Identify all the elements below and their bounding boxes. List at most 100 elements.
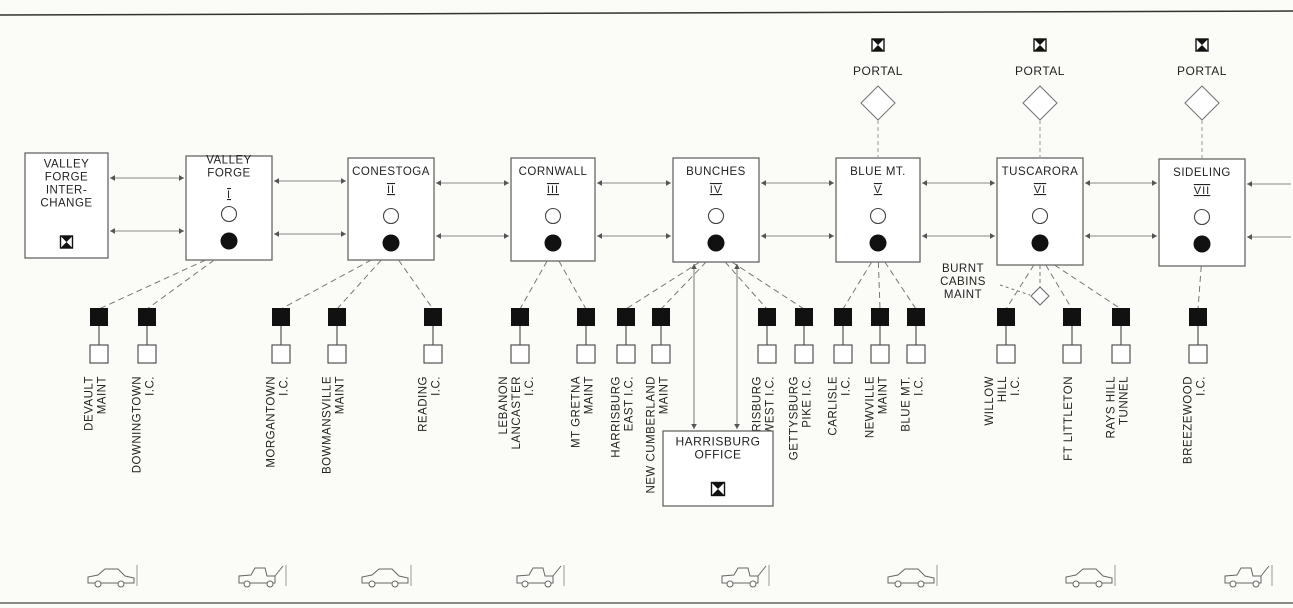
outpost-link	[281, 260, 371, 309]
outpost-12	[834, 308, 852, 363]
transmitter-circle	[545, 235, 562, 252]
outpost-label: LEBANONLANCASTERI.C.	[498, 376, 536, 450]
station-numeral: III	[547, 184, 559, 196]
portal	[861, 86, 895, 158]
arrowhead	[597, 180, 602, 186]
outpost-receiver	[511, 345, 529, 363]
outpost-link	[147, 260, 214, 309]
outpost-receiver	[1189, 345, 1207, 363]
hourglass-icon	[1034, 39, 1046, 51]
station-numeral: VII	[1194, 185, 1210, 197]
outposts	[90, 260, 1207, 363]
maint-pointer	[1000, 285, 1030, 295]
outpost-receiver	[90, 345, 108, 363]
outpost-transmitter	[90, 308, 108, 326]
receiver-circle	[384, 209, 399, 224]
portal-diamond	[861, 86, 895, 120]
car-icon	[1066, 565, 1115, 587]
arrowhead	[341, 178, 346, 184]
arrowhead	[274, 231, 279, 237]
outpost-receiver	[652, 345, 670, 363]
outpost-transmitter	[272, 308, 290, 326]
outpost-label: WILLOWHILLI.C.	[984, 376, 1022, 426]
frame-top-line	[0, 11, 1293, 15]
outpost-15	[997, 308, 1015, 363]
station-name: SIDELING	[1173, 167, 1231, 179]
outpost-receiver	[577, 345, 595, 363]
outpost-link	[1198, 266, 1201, 309]
receiver-circle	[709, 209, 724, 224]
outpost-link	[732, 262, 804, 309]
portal-diamond	[1023, 86, 1057, 120]
outpost-link	[878, 262, 880, 309]
outpost-label: CARLISLEI.C.	[828, 376, 853, 436]
hourglass-icon	[61, 236, 73, 248]
outpost-17	[1112, 308, 1130, 363]
transmitter-circle	[1032, 235, 1049, 252]
outpost-link	[661, 262, 706, 309]
outpost-7	[577, 308, 595, 363]
arrowhead	[110, 228, 115, 234]
arrowhead	[1085, 180, 1090, 186]
outpost-14	[907, 308, 925, 363]
outpost-label: GETTYSBURGPIKE I.C.	[789, 376, 814, 460]
transmitter-circle	[383, 235, 400, 252]
station-numeral: I	[227, 189, 231, 201]
outpost-transmitter	[511, 308, 529, 326]
outpost-receiver	[758, 345, 776, 363]
outpost-receiver	[272, 345, 290, 363]
transmitter-circle	[1194, 236, 1211, 253]
vehicles	[88, 565, 1272, 587]
arrowhead	[597, 233, 602, 239]
outpost-label: MT GRETNAMAINT	[571, 376, 596, 448]
outpost-receiver	[871, 345, 889, 363]
station-name: VALLEYFORGEINTER-CHANGE	[40, 159, 92, 210]
outpost-link	[885, 262, 916, 309]
arrowhead	[990, 233, 995, 239]
arrowhead	[1152, 233, 1157, 239]
transmitter-circle	[708, 235, 725, 252]
arrowhead	[734, 264, 740, 269]
station-name: BUNCHES	[686, 166, 746, 178]
arrowhead	[666, 180, 671, 186]
outpost-receiver	[997, 345, 1015, 363]
burnt-cabins-maint	[1000, 265, 1049, 305]
outpost-13	[871, 308, 889, 363]
outpost-receiver	[617, 345, 635, 363]
outpost-label: RAYS HILLTUNNEL	[1106, 376, 1131, 439]
outpost-link	[99, 260, 206, 309]
outpost-label: HARRISBURGEAST I.C.	[611, 376, 636, 458]
outpost-transmitter	[1112, 308, 1130, 326]
outpost-receiver	[424, 345, 442, 363]
arrowhead	[761, 233, 766, 239]
portal-label: PORTAL	[1015, 64, 1065, 78]
outpost-9	[652, 308, 670, 363]
outpost-link	[626, 262, 700, 309]
station-name: CORNWALL	[519, 166, 588, 178]
arrowhead	[504, 180, 509, 186]
tow-truck-icon	[1225, 565, 1272, 587]
outpost-label: BLUE MT.I.C.	[901, 376, 926, 432]
outpost-transmitter	[795, 308, 813, 326]
station-name: VALLEYFORGE	[206, 155, 252, 180]
outpost-label: NEWVILLEMAINT	[865, 376, 890, 438]
station-numeral: IV	[710, 184, 722, 196]
arrowhead	[110, 175, 115, 181]
outpost-receiver	[1112, 345, 1130, 363]
outpost-10	[758, 308, 776, 363]
outpost-link	[559, 261, 586, 309]
outpost-1	[90, 308, 108, 363]
station-name: BLUE MT.	[850, 166, 906, 178]
outpost-link	[725, 262, 767, 309]
arrowhead	[761, 180, 766, 186]
tow-truck-icon	[722, 565, 769, 587]
arrowhead	[1247, 234, 1252, 240]
outpost-transmitter	[617, 308, 635, 326]
arrowhead	[1247, 181, 1252, 187]
outpost-16	[1063, 308, 1081, 363]
arrowhead	[829, 233, 834, 239]
maint-diamond	[1031, 287, 1049, 305]
